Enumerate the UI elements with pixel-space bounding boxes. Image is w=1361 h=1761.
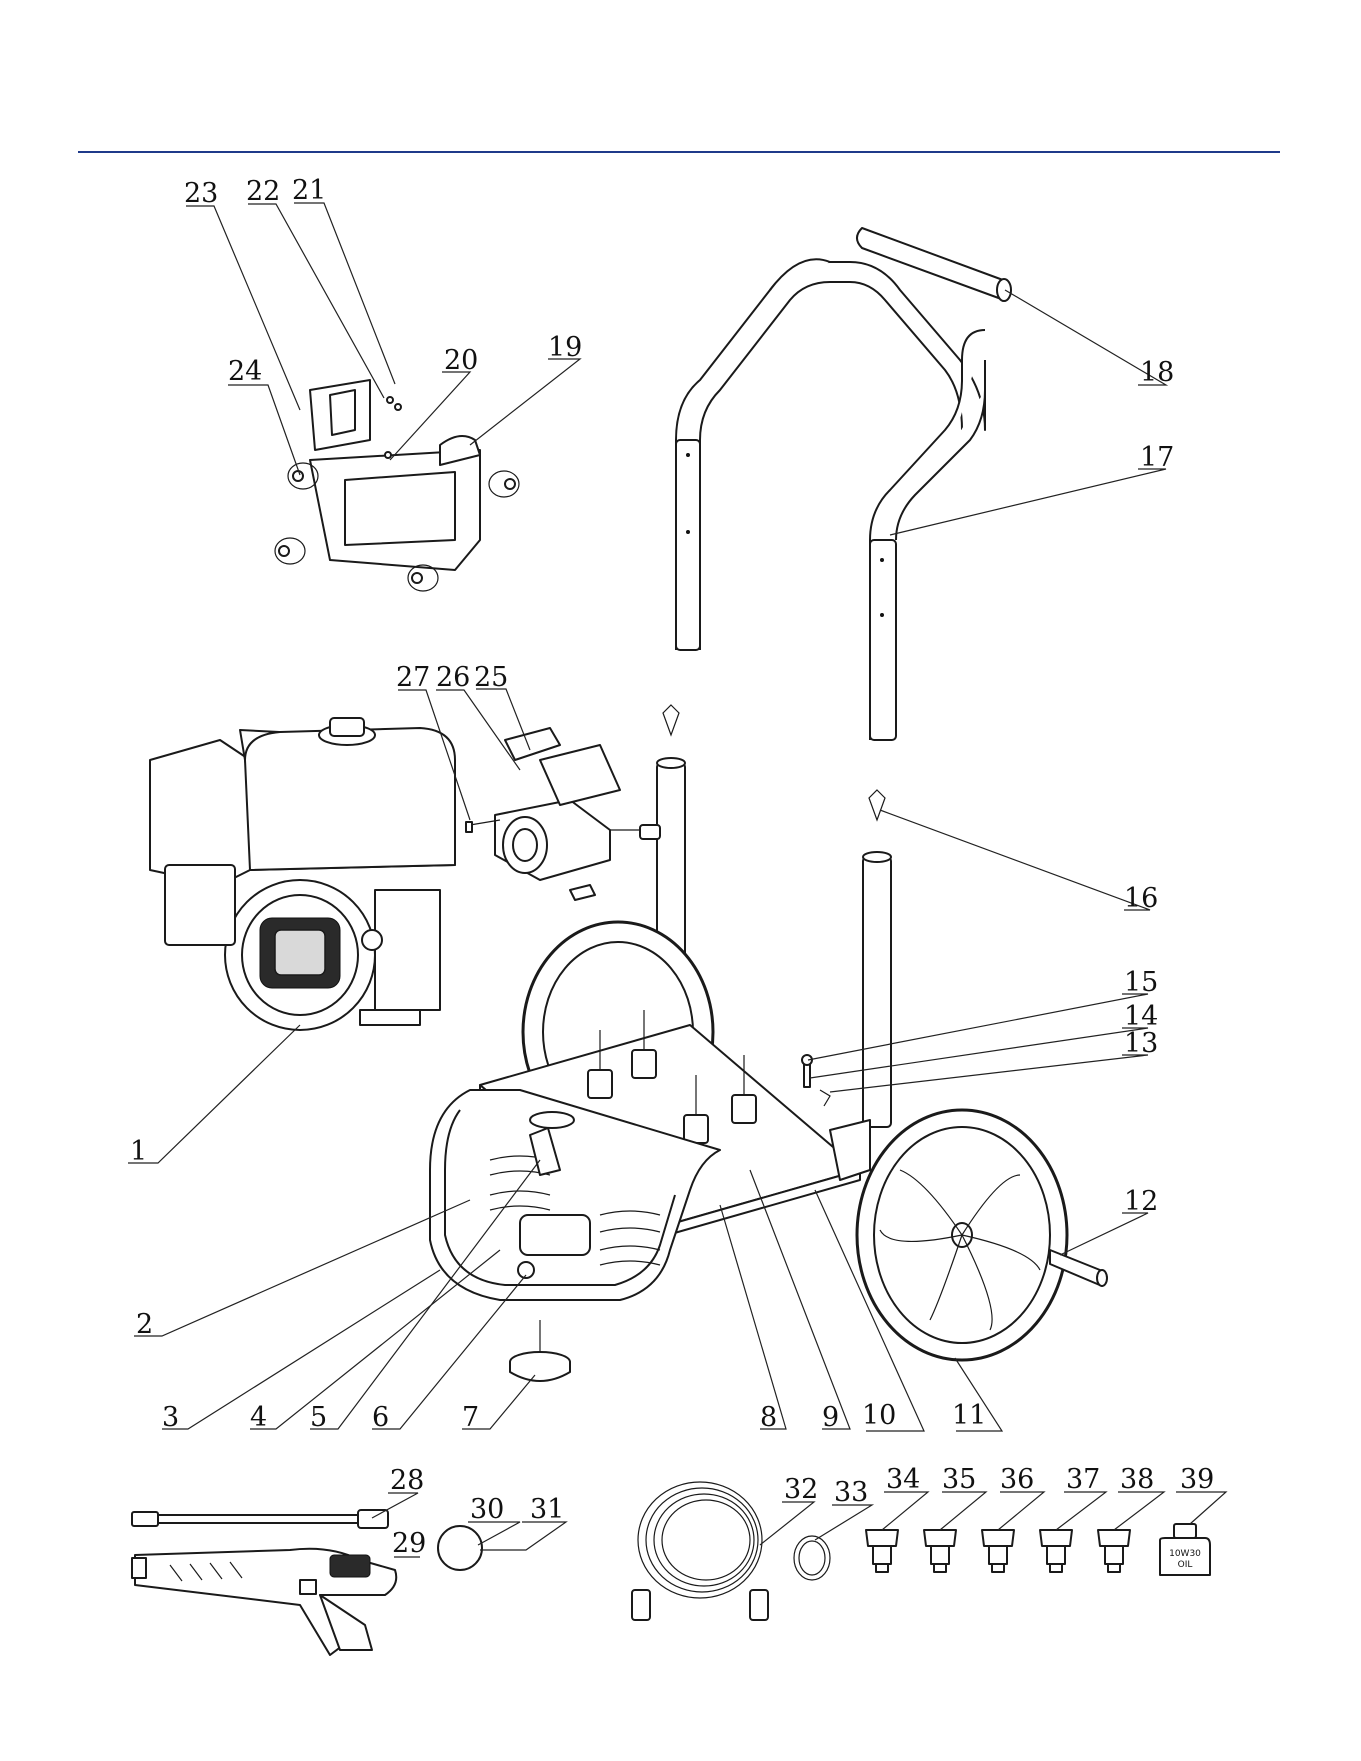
hose: [632, 1482, 768, 1620]
callout-11: 11: [952, 1400, 986, 1431]
oil-bottle-label-line-2: OIL: [1178, 1560, 1193, 1570]
callout-38: 38: [1120, 1464, 1154, 1495]
callout-7: 7: [462, 1402, 479, 1433]
foot: [510, 1320, 570, 1381]
callout-21: 21: [292, 175, 326, 206]
spray-gun: [132, 1549, 396, 1655]
nozzle-35: [924, 1530, 956, 1572]
nozzles: [866, 1530, 1130, 1572]
callout-35: 35: [942, 1464, 976, 1495]
callout-33: 33: [834, 1477, 868, 1508]
callout-29: 29: [392, 1528, 426, 1559]
oil-bottle: 10W30 OIL: [1160, 1524, 1210, 1575]
cleaning-tool: [794, 1536, 830, 1580]
callout-14: 14: [1124, 1001, 1158, 1032]
callout-22: 22: [246, 176, 280, 207]
callout-20: 20: [444, 345, 478, 376]
callout-19: 19: [548, 332, 582, 363]
callout-28: 28: [390, 1465, 424, 1496]
callout-8: 8: [760, 1402, 777, 1433]
callout-18: 18: [1140, 357, 1174, 388]
callout-36: 36: [1000, 1464, 1034, 1495]
callout-6: 6: [372, 1402, 389, 1433]
lance: [132, 1510, 388, 1528]
nozzle-36: [982, 1530, 1014, 1572]
callout-25: 25: [474, 662, 508, 693]
engine: [150, 718, 455, 1030]
callout-12: 12: [1124, 1186, 1158, 1217]
callout-9: 9: [822, 1402, 839, 1433]
callout-4: 4: [250, 1402, 267, 1433]
nozzle-38: [1098, 1530, 1130, 1572]
callout-17: 17: [1140, 442, 1174, 473]
callout-26: 26: [436, 662, 470, 693]
callout-13: 13: [1124, 1028, 1158, 1059]
callout-1: 1: [130, 1136, 147, 1167]
callout-24: 24: [228, 356, 262, 387]
accessory-ball: [438, 1526, 482, 1570]
callout-23: 23: [184, 178, 218, 209]
pump: [466, 728, 660, 900]
callout-37: 37: [1066, 1464, 1100, 1495]
callout-15: 15: [1124, 967, 1158, 998]
handle-assembly: [676, 228, 1011, 740]
callout-39: 39: [1180, 1464, 1214, 1495]
front-wheel: [857, 1110, 1107, 1360]
nozzle-34: [866, 1530, 898, 1572]
callout-10: 10: [862, 1400, 896, 1431]
callout-16: 16: [1124, 883, 1158, 914]
callout-31: 31: [530, 1494, 564, 1525]
callout-5: 5: [310, 1402, 327, 1433]
callout-30: 30: [470, 1494, 504, 1525]
nozzle-37: [1040, 1530, 1072, 1572]
oil-bottle-label-line-1: 10W30: [1169, 1549, 1201, 1559]
gun-holder-bracket: [275, 380, 519, 591]
callout-3: 3: [162, 1402, 179, 1433]
callout-27: 27: [396, 662, 430, 693]
callout-2: 2: [136, 1309, 153, 1340]
callout-32: 32: [784, 1474, 818, 1505]
callout-34: 34: [886, 1464, 920, 1495]
